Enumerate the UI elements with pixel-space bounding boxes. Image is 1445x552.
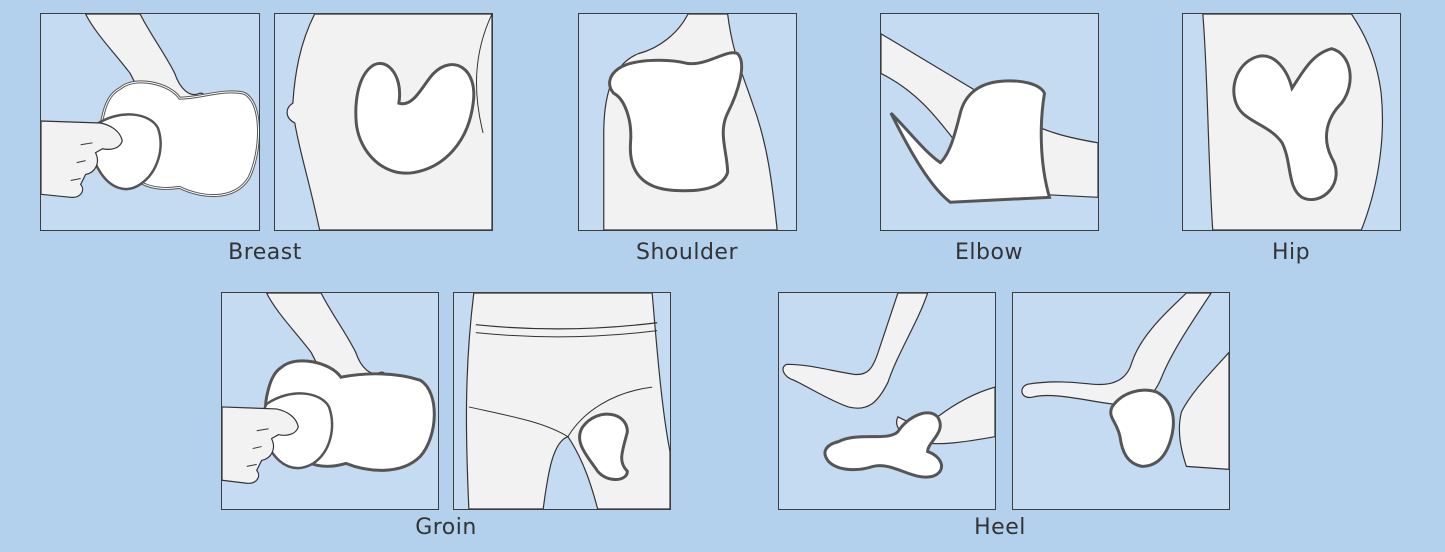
shoulder-illustration xyxy=(578,13,797,231)
groin-drawing xyxy=(454,293,670,509)
heel-applied-illustration xyxy=(1012,292,1230,510)
shoulder-drawing xyxy=(579,14,796,230)
hip-label: Hip xyxy=(1256,240,1326,265)
shoulder-label: Shoulder xyxy=(627,240,747,265)
breast-torso-drawing xyxy=(275,14,492,230)
groin-applied-illustration xyxy=(453,292,671,510)
breast-applied-illustration xyxy=(274,13,493,231)
elbow-illustration xyxy=(880,13,1099,231)
groin-label: Groin xyxy=(396,515,496,540)
elbow-label: Elbow xyxy=(939,240,1039,265)
breast-label: Breast xyxy=(210,240,320,265)
heel-application-illustration xyxy=(778,292,996,510)
hip-illustration xyxy=(1182,13,1401,231)
foot-and-hand-drawing xyxy=(779,293,995,509)
heel-label: Heel xyxy=(955,515,1045,540)
hands-applying-dressing-drawing xyxy=(41,14,259,230)
breast-application-illustration xyxy=(40,13,260,231)
hands-applying-dressing-drawing xyxy=(222,293,438,509)
elbow-drawing xyxy=(881,14,1098,230)
groin-application-illustration xyxy=(221,292,439,510)
hip-drawing xyxy=(1183,14,1400,230)
foot-drawing xyxy=(1013,293,1229,509)
